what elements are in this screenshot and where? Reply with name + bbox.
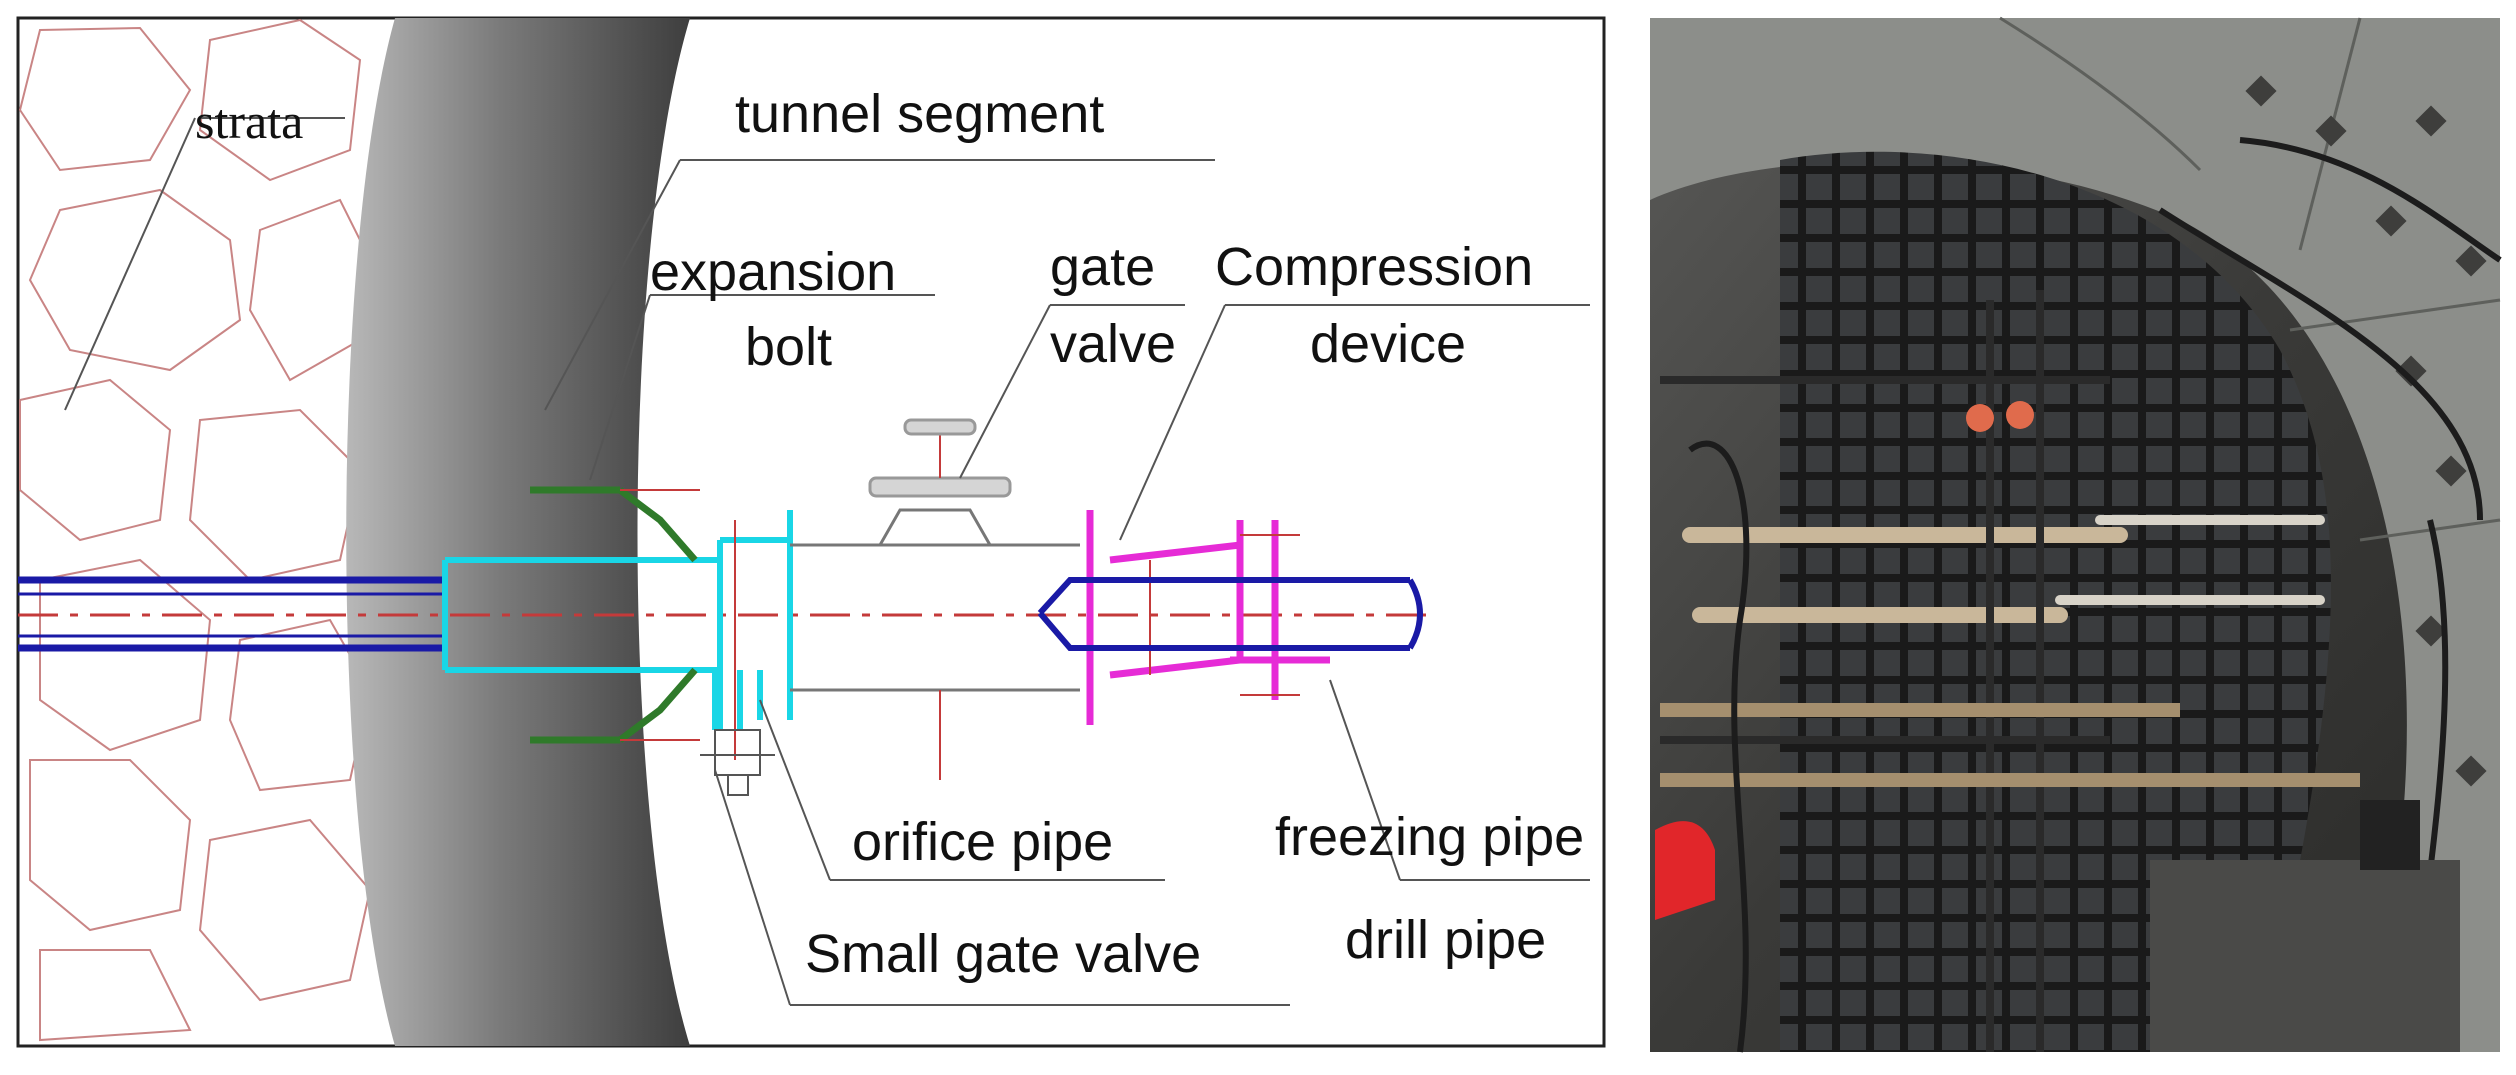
label-drill-pipe: drill pipe bbox=[1345, 910, 1546, 970]
schematic-diagram: strata tunnel segment expansion bolt gat… bbox=[16, 16, 1606, 1048]
label-bolt: bolt bbox=[745, 317, 832, 377]
label-freezing-pipe: freezing pipe bbox=[1275, 807, 1584, 867]
freezing-pipe-shape bbox=[1037, 577, 1423, 651]
gate-valve-shape bbox=[790, 418, 1080, 780]
label-compression: Compression bbox=[1215, 237, 1533, 297]
label-tunnel-segment: tunnel segment bbox=[735, 84, 1104, 144]
tunnel-ring bbox=[1650, 18, 2500, 1052]
diagram-frame bbox=[16, 16, 1606, 1048]
label-device: device bbox=[1310, 314, 1466, 374]
tunnel-segment-shape bbox=[346, 18, 690, 1046]
label-strata: strata bbox=[195, 93, 303, 149]
leader-lines bbox=[64, 117, 1590, 1006]
tunnel-photo bbox=[1650, 16, 2502, 1053]
label-small-gate-valve: Small gate valve bbox=[805, 924, 1201, 984]
equipment-base bbox=[2150, 860, 2460, 1052]
strata-pattern bbox=[18, 18, 372, 1042]
label-orifice-pipe: orifice pipe bbox=[852, 812, 1113, 872]
compression-device-shape bbox=[1086, 510, 1330, 725]
label-expansion: expansion bbox=[650, 242, 896, 302]
drill-pipe-left bbox=[18, 576, 445, 652]
label-valve: valve bbox=[1050, 314, 1176, 374]
helmet-shape bbox=[1655, 821, 1715, 920]
expansion-bolt-shape bbox=[530, 486, 698, 744]
small-gate-valve-shape bbox=[700, 729, 775, 796]
label-gate: gate bbox=[1050, 237, 1155, 297]
